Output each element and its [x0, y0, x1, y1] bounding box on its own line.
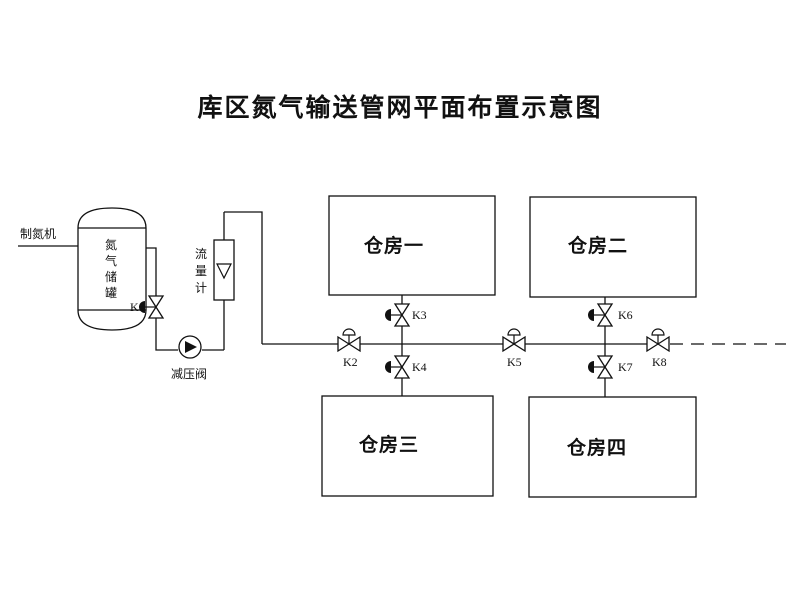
valve-k2-label: K2 [343, 355, 358, 369]
flowmeter-label-char-2: 量 [195, 264, 207, 278]
diagram-title: 库区氮气输送管网平面布置示意图 [197, 93, 603, 122]
flow-meter [213, 239, 235, 301]
valve-k1-label: K1 [130, 300, 145, 314]
valve-k1-icon[interactable] [139, 295, 165, 319]
valve-k3-label: K3 [412, 308, 427, 322]
warehouse-1-label: 仓房一 [363, 234, 424, 257]
valve-k2-icon[interactable] [337, 328, 361, 353]
nitrogen-generator-label: 制氮机 [20, 226, 56, 241]
warehouse-4-label: 仓房四 [566, 436, 627, 459]
valve-k6-label: K6 [618, 308, 633, 322]
valve-k7-icon[interactable] [588, 355, 614, 379]
warehouse-2-label: 仓房二 [567, 234, 628, 257]
valve-k5-icon[interactable] [502, 328, 526, 353]
pressure-valve-label: 减压阀 [171, 367, 207, 381]
valve-k3-icon[interactable] [385, 303, 411, 327]
tank-label-char-3: 储 [105, 269, 117, 284]
valve-k4-icon[interactable] [385, 355, 411, 379]
warehouse-1-box [328, 195, 496, 296]
nitrogen-storage-tank: 氮 气 储 罐 [77, 207, 147, 331]
tank-label-char-4: 罐 [105, 286, 117, 300]
pressure-reducing-valve [178, 335, 202, 359]
valve-k5-label: K5 [507, 355, 522, 369]
valve-k7-label: K7 [618, 360, 633, 374]
warehouse-2-box [529, 196, 697, 298]
warehouse-4-box [528, 396, 697, 498]
tank-label-char-1: 氮 [105, 237, 117, 252]
valve-k8-icon[interactable] [646, 328, 670, 353]
flowmeter-label-char-1: 流 [195, 247, 207, 261]
supply-pipes [146, 211, 647, 397]
tank-label-char-2: 气 [105, 253, 117, 268]
valve-k6-icon[interactable] [588, 303, 614, 327]
warehouse-3-label: 仓房三 [358, 433, 419, 456]
flowmeter-label-char-3: 计 [195, 281, 207, 295]
valve-k4-label: K4 [412, 360, 427, 374]
warehouse-3-box [321, 395, 494, 497]
valve-k8-label: K8 [652, 355, 667, 369]
